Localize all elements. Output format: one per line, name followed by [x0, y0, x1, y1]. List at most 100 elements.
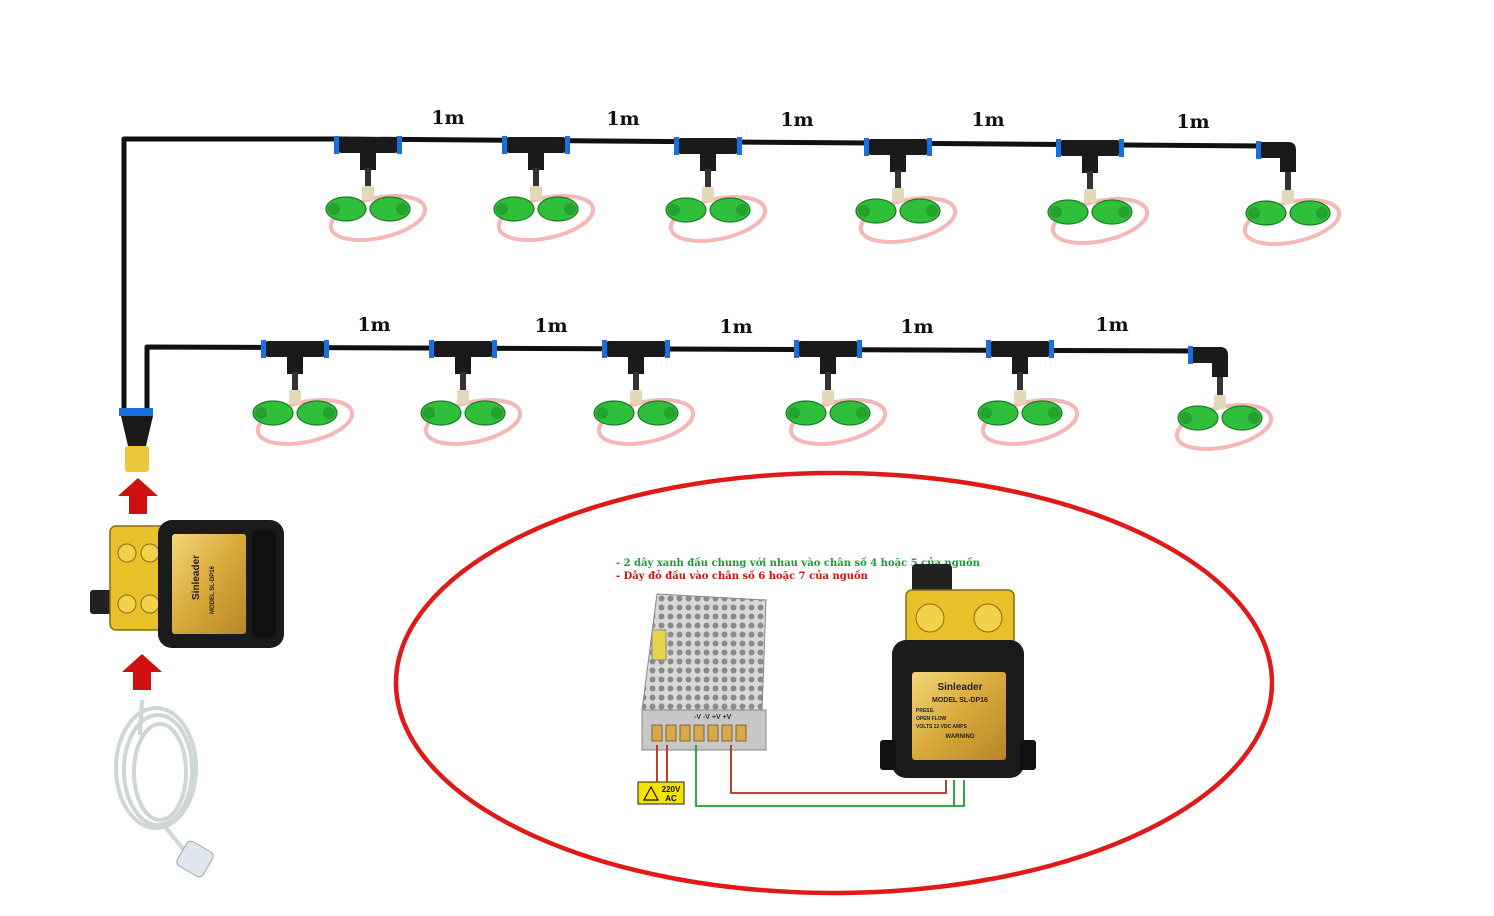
coupling-ring — [986, 340, 991, 358]
nozzle-stem — [365, 168, 371, 190]
tee-nozzle-assembly — [665, 137, 768, 243]
tee-connector — [606, 341, 666, 357]
nozzle-hub — [1282, 190, 1294, 204]
top-segment-label: 1m — [1176, 111, 1209, 133]
left-pump: Sinleader MODEL SL-DP16 — [90, 520, 284, 648]
nozzle-hub — [530, 186, 542, 200]
tee-nozzle-assembly — [420, 340, 523, 446]
mist-nozzle-right — [537, 196, 579, 222]
pump-head — [109, 525, 167, 631]
coupling-ring — [1049, 340, 1054, 358]
flow-arrow-up-icon — [118, 478, 158, 514]
pump-spec-press: PRESS. — [916, 708, 935, 714]
coupling-ring — [324, 340, 329, 358]
red-wire-note: - Dây đỏ đầu vào chân số 6 hoặc 7 của ng… — [616, 570, 869, 582]
tee-connector — [265, 341, 325, 357]
flow-arrow-up-icon — [122, 654, 162, 690]
psu-label-sticker — [651, 629, 667, 661]
elbow-nozzle-assembly — [1174, 346, 1274, 451]
nozzle-hub — [1084, 189, 1096, 203]
high-voltage-warning-icon — [642, 785, 660, 801]
tee-connector — [678, 138, 738, 154]
tee-nozzle-assembly — [855, 138, 958, 244]
y-splitter — [119, 408, 153, 472]
nozzle-stem — [633, 372, 639, 394]
elbow-connector — [1192, 347, 1228, 377]
splitter-brass-fitting — [125, 446, 149, 472]
mist-nozzle-right — [1021, 400, 1063, 426]
power-input-line1: 220V — [662, 785, 681, 794]
psu-terminal-text: -V -V +V +V — [694, 714, 732, 721]
nozzle-stem — [1285, 172, 1291, 194]
top-segment-label: 1m — [431, 107, 464, 129]
inlet-filter — [176, 840, 214, 878]
bottom-segment-label: 1m — [534, 315, 567, 337]
coupling-ring — [397, 136, 402, 154]
mist-nozzle-right — [1289, 200, 1331, 226]
bottom-segment-labels: 1m 1m 1m 1m 1m — [357, 314, 1128, 338]
pump-label-plate — [172, 534, 246, 634]
pump-spec-volts: VOLTS 12 VDC AMPS — [916, 724, 968, 730]
mist-nozzle-left — [493, 196, 535, 222]
mist-nozzle-right — [709, 197, 751, 223]
tee-connector — [868, 139, 928, 155]
pump-warning-text: WARNING — [946, 734, 975, 740]
bottom-segment-label: 1m — [900, 316, 933, 338]
tee-nozzle-assembly — [977, 340, 1080, 446]
top-nozzle-row — [325, 136, 1342, 246]
flow-arrows — [118, 478, 162, 690]
mist-nozzle-left — [1177, 405, 1219, 431]
tee-nozzle-assembly — [593, 340, 696, 446]
tee-connector — [506, 137, 566, 153]
tee-nozzle-assembly — [493, 136, 596, 242]
coupling-ring — [492, 340, 497, 358]
tee-connector — [990, 341, 1050, 357]
power-input-line2: AC — [665, 794, 677, 803]
bottom-segment-label: 1m — [719, 316, 752, 338]
pump-model-text: MODEL SL-DP16 — [932, 697, 988, 704]
nozzle-hub — [1214, 395, 1226, 409]
power-input-label: 220V AC — [637, 781, 685, 805]
mist-nozzle-left — [1245, 200, 1287, 226]
mist-nozzle-left — [420, 400, 462, 426]
nozzle-stem — [460, 372, 466, 394]
elbow-connector — [1260, 142, 1296, 172]
nozzle-hub — [457, 390, 469, 404]
pump-model-text: MODEL SL-DP16 — [210, 565, 216, 614]
coupling-ring — [1119, 139, 1124, 157]
mist-nozzle-left — [855, 198, 897, 224]
tee-nozzle-assembly — [785, 340, 888, 446]
pump-label-plate — [912, 672, 1006, 760]
mist-nozzle-left — [785, 400, 827, 426]
coupling-ring — [927, 138, 932, 156]
mist-nozzle-left — [325, 196, 367, 222]
wiring — [656, 745, 965, 807]
ac-input-wire — [656, 745, 668, 782]
nozzle-stem — [1017, 372, 1023, 394]
coupling-ring — [857, 340, 862, 358]
pump-switch-box — [912, 564, 952, 594]
nozzle-hub — [892, 188, 904, 202]
coupling-ring — [1188, 346, 1193, 364]
coupling-ring — [565, 136, 570, 154]
power-input-sticker — [637, 781, 685, 805]
mist-nozzle-right — [369, 196, 411, 222]
top-segment-label: 1m — [971, 109, 1004, 131]
nozzle-stem — [705, 169, 711, 191]
green-wire-note: - 2 dây xanh đầu chung với nhau vào chân… — [616, 557, 981, 569]
pump-spec-flow: OPEN FLOW — [916, 716, 947, 722]
coupling-ring — [665, 340, 670, 358]
tee-connector — [798, 341, 858, 357]
mist-nozzle-left — [1047, 199, 1089, 225]
mist-nozzle-right — [464, 400, 506, 426]
inlet-tube — [114, 699, 198, 857]
coupling-ring — [674, 137, 679, 155]
elbow-nozzle-assembly — [1242, 141, 1342, 246]
coupling-ring — [794, 340, 799, 358]
nozzle-stem — [1087, 171, 1093, 193]
mist-nozzle-left — [252, 400, 294, 426]
mist-nozzle-left — [593, 400, 635, 426]
mist-nozzle-right — [1221, 405, 1263, 431]
nozzle-hub — [1014, 390, 1026, 404]
